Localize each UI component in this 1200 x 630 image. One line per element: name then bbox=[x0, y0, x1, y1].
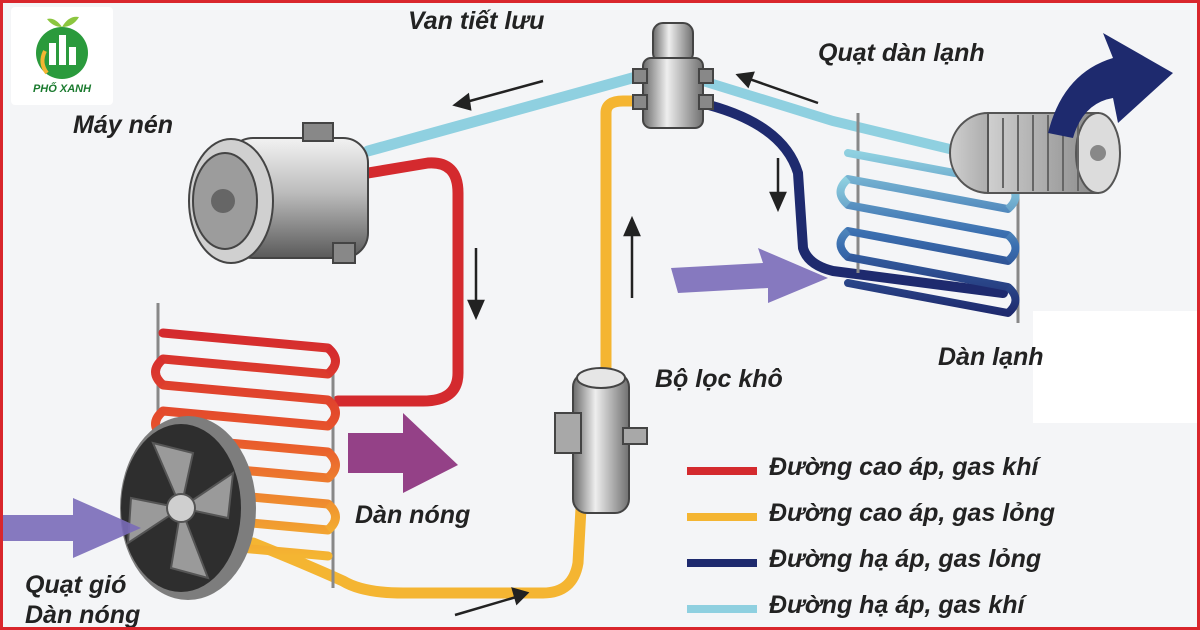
condenser-label: Dàn nóng bbox=[355, 501, 471, 529]
compressor-label: Máy nén bbox=[73, 111, 174, 139]
expansion-valve bbox=[632, 22, 714, 129]
flow-arrow-head bbox=[467, 299, 485, 321]
evaporator-fan-label: Quạt dàn lạnh bbox=[818, 39, 985, 67]
evaporator-label: Dàn lạnh bbox=[938, 343, 1044, 371]
compressor bbox=[188, 122, 369, 264]
flow-arrow-to-dryer bbox=[454, 593, 524, 617]
legend-swatch bbox=[687, 605, 757, 613]
flow-arrow-head bbox=[769, 191, 787, 213]
condenser-fan-label-line1: Quạt gió bbox=[25, 571, 127, 599]
legend-label: Đường cao áp, gas khí bbox=[769, 453, 1039, 481]
evaporator-blower bbox=[949, 112, 1121, 194]
brand-logo: PHỐ XANH bbox=[11, 7, 113, 105]
logo-text: PHỐ XANH bbox=[32, 83, 92, 95]
logo-mark bbox=[36, 16, 88, 79]
condenser-hot-air-arrow bbox=[348, 413, 458, 493]
dryer-filter bbox=[554, 367, 648, 514]
condenser-airflow-in-arrow bbox=[3, 498, 141, 558]
evaporator-airflow-in-arrow bbox=[671, 248, 828, 303]
flow-arrow-head bbox=[623, 215, 641, 237]
condenser-fan-label-line2: Dàn nóng bbox=[25, 601, 141, 629]
legend-label: Đường hạ áp, gas khí bbox=[769, 591, 1025, 619]
dryer-filter-label: Bộ lọc khô bbox=[655, 365, 783, 393]
legend-swatch bbox=[687, 467, 757, 475]
high-pressure-liquid-pipe-up bbox=[600, 95, 654, 381]
evaporator-airflow-out-arrow bbox=[1048, 33, 1173, 138]
diagram-canvas bbox=[3, 22, 1173, 617]
blank-panel bbox=[1033, 311, 1197, 423]
high-pressure-gas-pipe bbox=[332, 157, 464, 407]
legend-swatch bbox=[687, 513, 757, 521]
condenser-fan bbox=[120, 416, 256, 600]
legend-label: Đường cao áp, gas lỏng bbox=[769, 499, 1056, 527]
flow-arrow-head bbox=[452, 92, 472, 111]
flow-arrow-head bbox=[735, 71, 755, 89]
flow-arrow-head bbox=[511, 587, 530, 606]
low-pressure-liquid-pipe bbox=[696, 98, 1008, 298]
throttle-valve-label: Van tiết lưu bbox=[408, 7, 545, 35]
legend-swatch bbox=[687, 559, 757, 567]
low-pressure-gas-pipe bbox=[362, 69, 649, 157]
high-pressure-liquid-pipe bbox=[247, 502, 587, 599]
legend-label: Đường hạ áp, gas lỏng bbox=[769, 545, 1042, 573]
